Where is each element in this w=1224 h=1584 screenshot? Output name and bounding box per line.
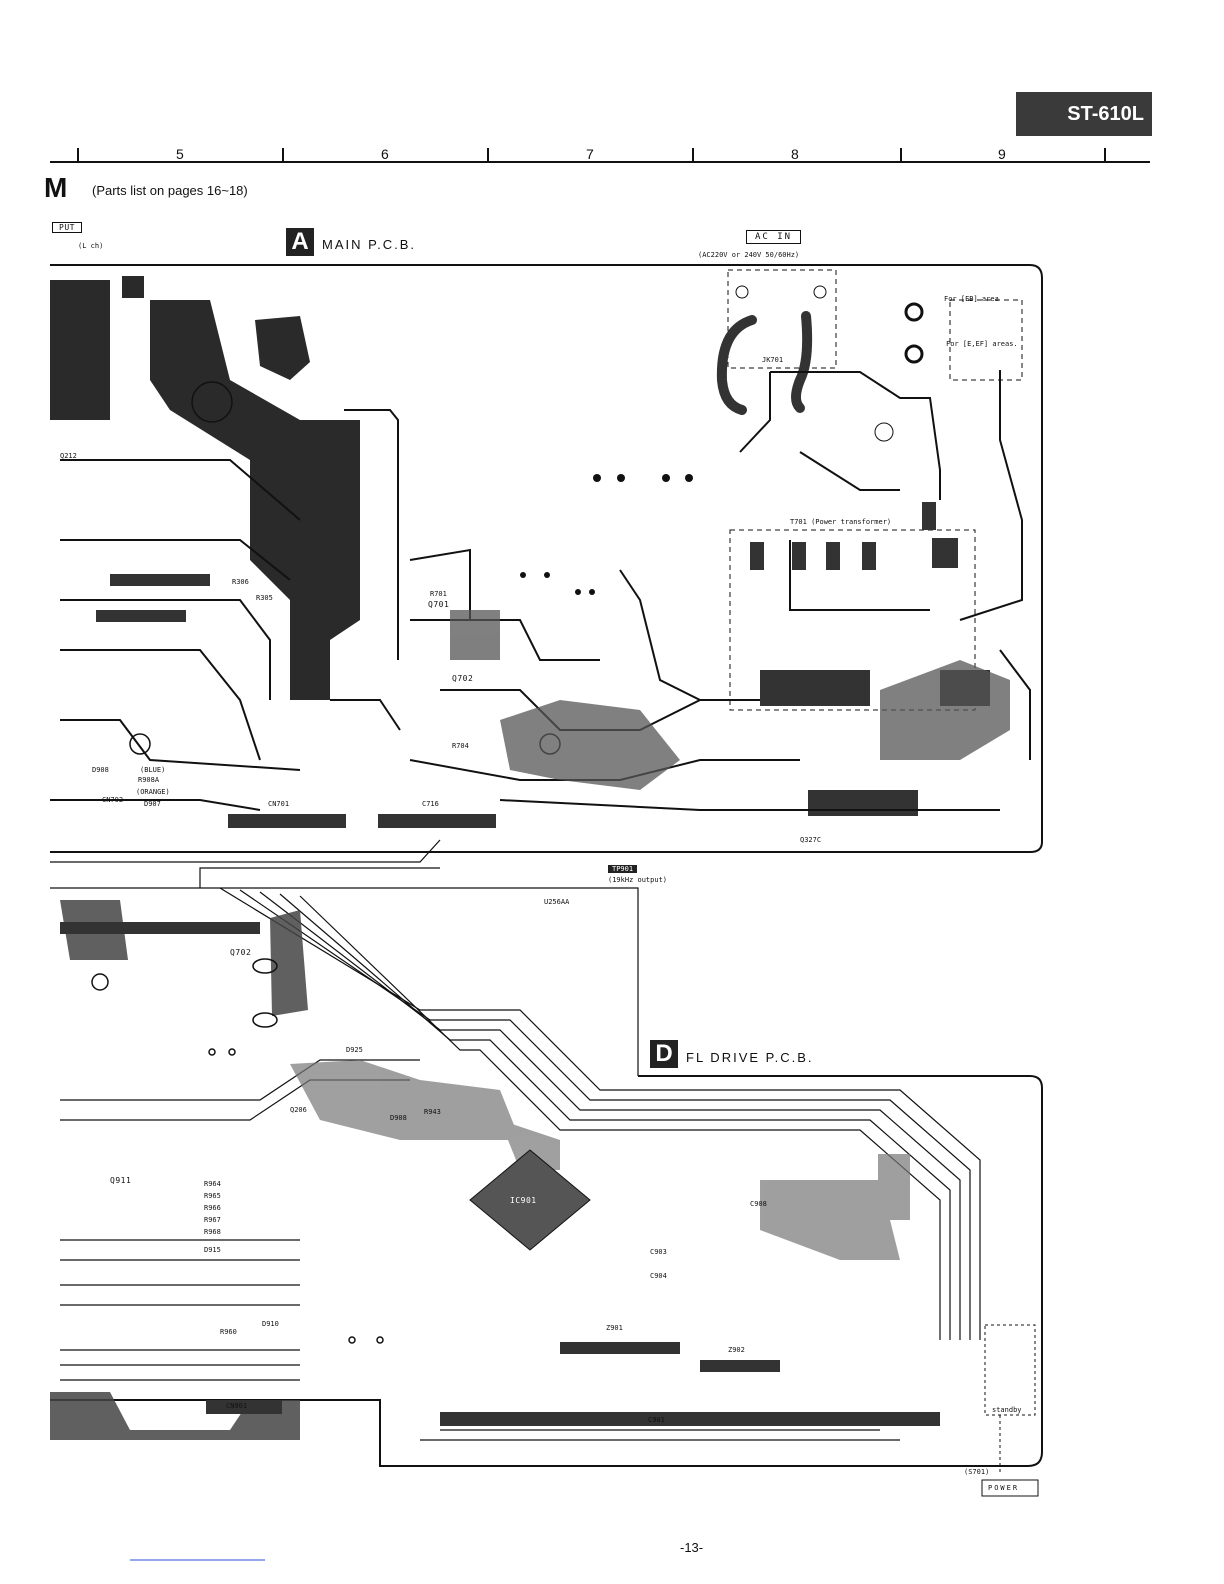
part-d907: D908: [92, 766, 109, 774]
part-r968: R968: [204, 1228, 221, 1236]
fl-ic-rows: [60, 922, 940, 1426]
ac-in-block: [727, 269, 1023, 711]
main-dense-circuit: [50, 276, 360, 700]
ruler-number: 8: [791, 146, 799, 162]
main-shaded-ground: [450, 610, 1010, 790]
part-cn701: C716: [422, 800, 439, 808]
part-q911: Q911: [110, 1176, 132, 1185]
wire-color-orange: (ORANGE): [136, 788, 170, 796]
switch-label: (S701): [964, 1468, 990, 1476]
fl-pads: [208, 958, 384, 1344]
part-r305: R305: [256, 594, 273, 602]
fl-pcb-letter: D: [650, 1040, 678, 1068]
part-r306: R306: [232, 578, 249, 586]
area-note-eb: For [EB] area: [944, 295, 999, 303]
transformer-traces: [739, 370, 1023, 621]
part-q702-fl: Q702: [230, 948, 252, 957]
part-c903: C903: [650, 1248, 667, 1256]
main-traces-left: [50, 409, 401, 811]
part-r960: R960: [220, 1328, 237, 1336]
standby-switch: [984, 1324, 1036, 1475]
part-q701: Q701: [428, 600, 450, 609]
test-point-label: TP901: [608, 865, 638, 873]
part-d910: D910: [262, 1320, 279, 1328]
input-label: PUT: [52, 222, 82, 233]
part-d908: CN702: [102, 796, 124, 804]
wire-color-blue: (BLUE): [140, 766, 166, 774]
model-tag: ST-610L: [1016, 92, 1152, 136]
fl-drive-pcb-outline: [50, 1075, 1043, 1467]
model-name: ST-610L: [1067, 102, 1144, 125]
part-c908: C908: [750, 1200, 767, 1208]
fl-shaded-ground: [50, 900, 308, 1440]
ruler-number: 6: [381, 146, 389, 162]
power-switch-box: [981, 1479, 1039, 1497]
part-r943: R943: [424, 1108, 441, 1116]
lch-label: (L ch): [78, 242, 104, 250]
part-r701: R701: [430, 590, 447, 598]
part-c904: C904: [650, 1272, 667, 1280]
transformer-label: T701 (Power transformer): [790, 518, 892, 526]
part-r908a: D907: [144, 800, 161, 808]
ic-rows-main: [96, 574, 990, 828]
ac-in-label: AC IN: [746, 230, 802, 244]
test-point-note: (19kHz output): [608, 876, 668, 884]
ac-in-note: (AC220V or 240V 50/60Hz): [698, 251, 800, 259]
main-pcb-outline: [50, 264, 1043, 853]
part-cn702: CN701: [268, 800, 290, 808]
jack-label: JK701: [762, 356, 784, 364]
part-cn901: CN901: [226, 1402, 248, 1410]
standby-label: standby: [992, 1406, 1022, 1414]
fl-board-code: U256AA: [544, 898, 570, 906]
part-r967: R967: [204, 1216, 221, 1224]
main-pcb-title: MAIN P.C.B.: [322, 237, 417, 252]
ruler-number: 9: [998, 146, 1006, 162]
part-q206: Q206: [290, 1106, 307, 1114]
area-note-eef: For [E,EF] areas.: [946, 340, 1018, 348]
part-r965: R965: [204, 1192, 221, 1200]
fl-pcb-title: FL DRIVE P.C.B.: [686, 1050, 814, 1065]
part-z901: Z901: [606, 1324, 623, 1332]
part-r704: R704: [452, 742, 469, 750]
fl-bus-traces: [60, 887, 981, 1441]
part-q702: Q702: [452, 674, 474, 683]
page-number: -13-: [680, 1540, 704, 1555]
part-z902: Z902: [728, 1346, 745, 1354]
part-d908-fl: D908: [390, 1114, 407, 1122]
diagram-title-fragment: M: [44, 172, 68, 203]
ic901-chip: [469, 1149, 591, 1251]
misc-pads: [520, 474, 693, 595]
part-r907: R908A: [138, 776, 160, 784]
part-r966: R966: [204, 1204, 221, 1212]
inter-board-wires: [50, 839, 639, 1076]
power-cord: [716, 311, 813, 415]
ruler-number: 5: [176, 146, 184, 162]
page-ruler: [50, 148, 1150, 163]
part-d925: D925: [346, 1046, 363, 1054]
transformer-pins: [750, 502, 958, 570]
part-q212: Q212: [60, 452, 77, 460]
ruler-number: 7: [586, 146, 594, 162]
main-pcb-letter: A: [286, 228, 314, 256]
power-label: POWER: [988, 1484, 1020, 1492]
main-board-code: Q327C: [800, 836, 822, 844]
part-c901: C901: [648, 1416, 665, 1424]
part-ic901: IC901: [510, 1196, 537, 1205]
part-r964: R964: [204, 1180, 221, 1188]
parts-list-note: (Parts list on pages 16~18): [92, 183, 248, 198]
fl-gray-areas: [290, 1060, 910, 1260]
part-d915: D915: [204, 1246, 221, 1254]
